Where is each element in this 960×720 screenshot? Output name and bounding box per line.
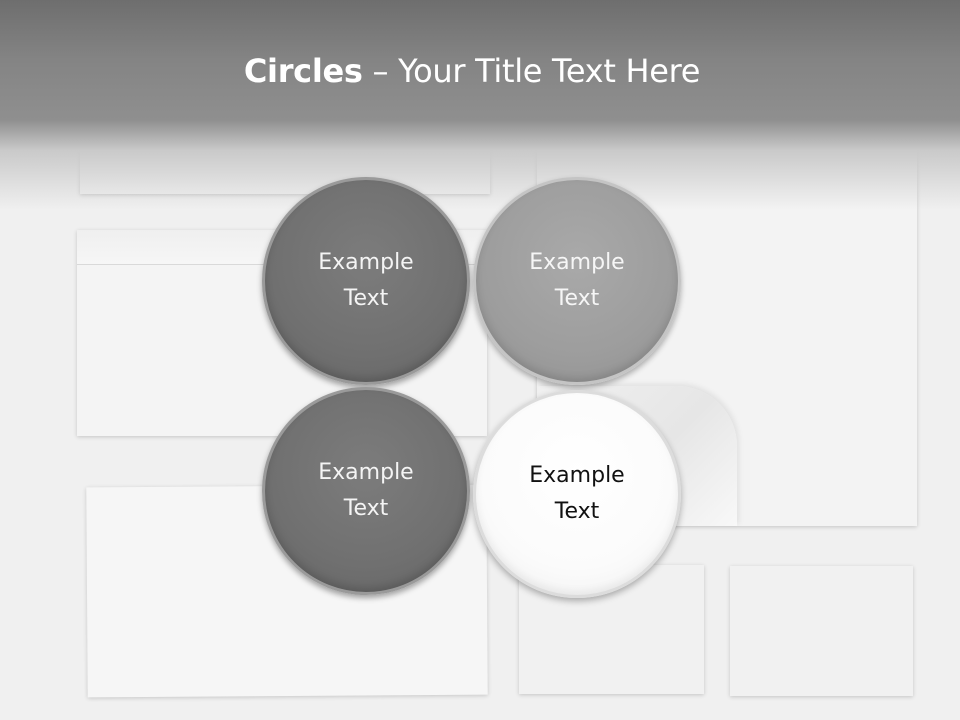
slide-title-rest: – Your Title Text Here (362, 52, 701, 90)
circle-label: Example Text (318, 460, 414, 521)
circle-bottom-left[interactable]: Example Text (262, 387, 470, 595)
background-business-card-2 (730, 566, 913, 696)
circle-bottom-right[interactable]: Example Text (473, 390, 681, 598)
circle-label: Example Text (318, 250, 414, 311)
circle-label: Example Text (529, 463, 625, 524)
title-band (0, 0, 960, 210)
circle-label: Example Text (529, 250, 625, 311)
slide-title[interactable]: Circles – Your Title Text Here (0, 52, 944, 90)
slide-title-bold: Circles (243, 52, 363, 90)
circle-top-right[interactable]: Example Text (473, 177, 681, 385)
circle-top-left[interactable]: Example Text (262, 177, 470, 385)
